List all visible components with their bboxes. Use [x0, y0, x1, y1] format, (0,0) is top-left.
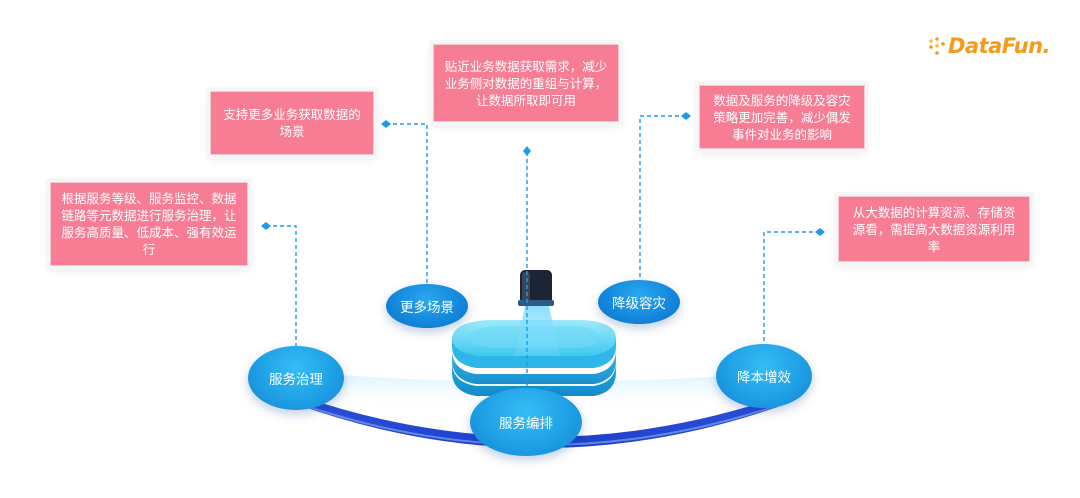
node-orchestration-label: 服务编排 — [499, 416, 553, 432]
box-right: 从大数据的计算资源、存储资源看，需提高大数据资源利用率 — [838, 196, 1030, 262]
connectors — [266, 115, 820, 392]
marker-top — [523, 146, 531, 156]
datafun-logo: DataFun. — [928, 28, 1068, 64]
node-scenes: 更多场景 — [386, 284, 468, 328]
marker-right — [815, 228, 825, 236]
node-governance: 服务治理 — [248, 346, 344, 410]
node-cost: 降本增效 — [716, 344, 812, 408]
device-base — [518, 300, 554, 306]
box-top-center: 贴近业务数据获取需求，减少业务侧对数据的重组与计算，让数据所取即可用 — [433, 44, 619, 122]
node-scenes-label: 更多场景 — [400, 300, 454, 316]
box-upper-right-text: 数据及服务的降级及容灾策略更加完善，减少偶发事件对业务的影响 — [713, 92, 851, 142]
box-upper-left: 支持更多业务获取数据的场景 — [210, 91, 374, 155]
light-beam — [514, 302, 560, 356]
box-left: 根据服务等级、服务监控、数据链路等元数据进行服务治理，让服务高质量、低成本、强有… — [50, 182, 248, 266]
platform-middle — [452, 350, 616, 384]
marker-upper-left — [381, 120, 391, 128]
box-left-text: 根据服务等级、服务监控、数据链路等元数据进行服务治理，让服务高质量、低成本、强有… — [61, 191, 237, 257]
device-highlight — [522, 272, 530, 302]
node-degrade-label: 降级容灾 — [612, 296, 666, 312]
box-upper-left-text: 支持更多业务获取数据的场景 — [223, 107, 361, 139]
connector-markers — [261, 112, 825, 236]
box-top-center-text: 贴近业务数据获取需求，减少业务侧对数据的重组与计算，让数据所取即可用 — [444, 58, 608, 108]
box-upper-right: 数据及服务的降级及容灾策略更加完善，减少偶发事件对业务的影响 — [699, 85, 865, 149]
node-governance-label: 服务治理 — [269, 372, 323, 388]
marker-left — [261, 222, 271, 230]
platform-bottom — [452, 362, 616, 396]
logo-text: DataFun. — [948, 34, 1051, 58]
node-degrade: 降级容灾 — [598, 280, 680, 324]
node-cost-label: 降本增效 — [737, 370, 791, 386]
logo-dots-icon — [929, 37, 945, 55]
box-right-text: 从大数据的计算资源、存储资源看，需提高大数据资源利用率 — [852, 204, 1016, 254]
marker-upper-right — [681, 112, 691, 120]
node-orchestration: 服务编排 — [470, 388, 582, 456]
